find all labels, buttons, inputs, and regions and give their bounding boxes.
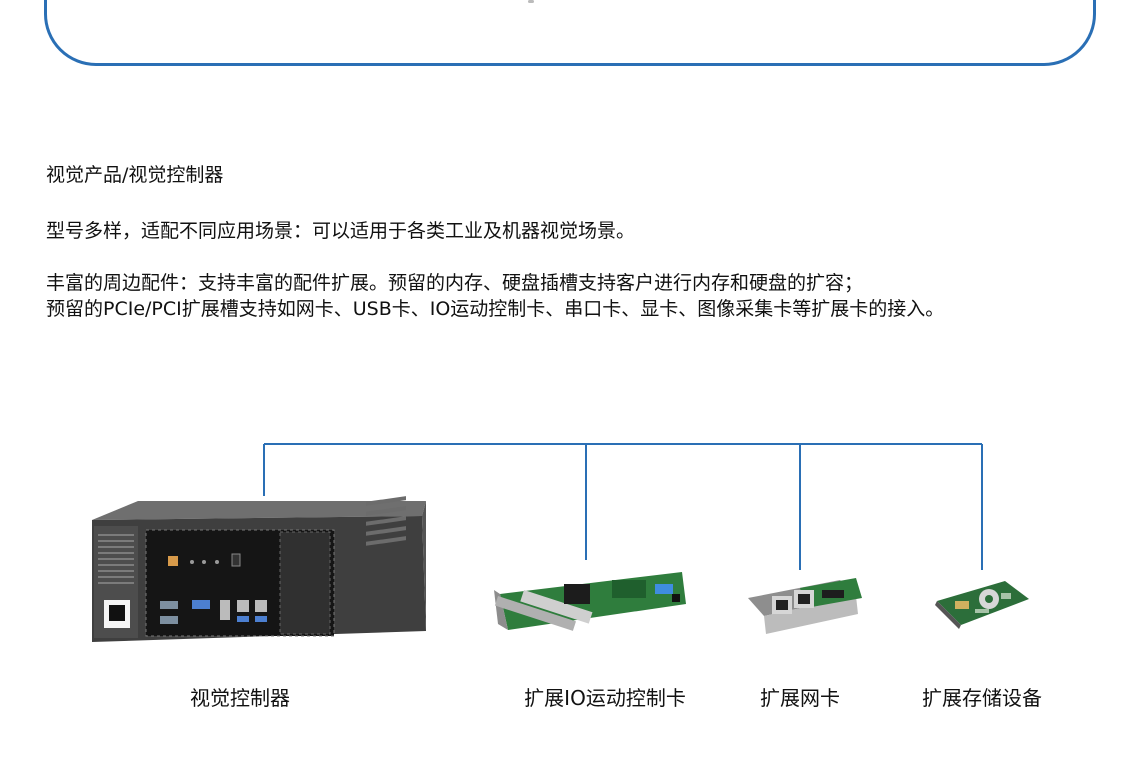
storage-device-icon <box>935 581 1029 629</box>
io-motion-card-icon <box>494 572 686 631</box>
product-label-controller: 视觉控制器 <box>190 686 290 710</box>
vision-controller-icon <box>92 496 426 642</box>
top-frame-dot <box>528 0 534 3</box>
feature-description-2-line-1: 丰富的周边配件：支持丰富的配件扩展。预留的内存、硬盘插槽支持客户进行内存和硬盘的… <box>46 272 864 294</box>
product-label-storage: 扩展存储设备 <box>922 686 1042 710</box>
product-label-network-card: 扩展网卡 <box>760 686 840 710</box>
product-label-io-card: 扩展IO运动控制卡 <box>524 686 686 710</box>
feature-description-1: 型号多样，适配不同应用场景：可以适用于各类工业及机器视觉场景。 <box>46 220 636 242</box>
network-card-icon <box>748 578 862 634</box>
feature-description-2-line-2: 预留的PCIe/PCI扩展槽支持如网卡、USB卡、IO运动控制卡、串口卡、显卡、… <box>46 298 945 320</box>
section-title: 视觉产品/视觉控制器 <box>46 164 224 186</box>
top-rounded-frame <box>44 0 1096 66</box>
